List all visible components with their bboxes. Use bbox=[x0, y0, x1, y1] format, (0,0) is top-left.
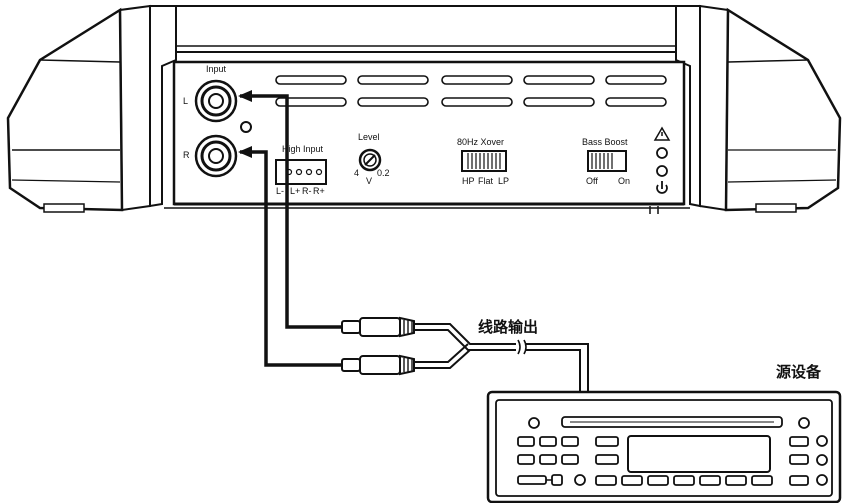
line-output-cable bbox=[414, 323, 589, 392]
vent-slots bbox=[275, 75, 667, 107]
level-max-label: 0.2 bbox=[377, 168, 390, 178]
level-label: Level bbox=[358, 132, 380, 142]
line-output-label: 线路输出 bbox=[478, 318, 538, 336]
level-unit-label: V bbox=[366, 176, 372, 186]
xover-switch[interactable] bbox=[461, 150, 507, 172]
bass-boost-switch[interactable] bbox=[587, 150, 627, 172]
input-label: Input bbox=[206, 64, 227, 74]
rca-jack-left[interactable] bbox=[194, 79, 238, 123]
amplifier: Input L R High Input L- L+ R- R+ Level bbox=[6, 4, 842, 214]
high-input-pin-4: R+ bbox=[313, 186, 325, 196]
high-input-label: High Input bbox=[282, 144, 324, 154]
bass-boost-off: Off bbox=[586, 176, 598, 186]
warning-icon bbox=[653, 126, 671, 141]
led-icon bbox=[656, 165, 668, 177]
rca-plug-left bbox=[341, 316, 415, 338]
source-head-unit bbox=[486, 390, 842, 503]
rca-cable-left bbox=[238, 90, 342, 329]
high-input-pin-2: L+ bbox=[290, 186, 300, 196]
bass-boost-on: On bbox=[618, 176, 630, 186]
level-min-label: 4 bbox=[354, 168, 359, 178]
power-icon bbox=[656, 181, 668, 194]
rca-cable-right bbox=[238, 146, 342, 367]
level-knob[interactable] bbox=[358, 148, 382, 172]
led-icon bbox=[656, 147, 668, 159]
rca-jack-right[interactable] bbox=[194, 134, 238, 178]
ground-post bbox=[240, 121, 252, 133]
xover-option-flat: Flat bbox=[478, 176, 494, 186]
channel-left-label: L bbox=[183, 96, 188, 106]
high-input-pin-1: L- bbox=[276, 186, 284, 196]
high-input-terminal[interactable] bbox=[275, 159, 327, 185]
xover-option-lp: LP bbox=[498, 176, 509, 186]
bass-boost-label: Bass Boost bbox=[582, 137, 628, 147]
high-input-pin-3: R- bbox=[302, 186, 312, 196]
xover-label: 80Hz Xover bbox=[457, 137, 504, 147]
source-device-label: 源设备 bbox=[776, 363, 822, 381]
xover-option-hp: HP bbox=[462, 176, 475, 186]
rca-plug-right bbox=[341, 354, 415, 376]
channel-right-label: R bbox=[183, 150, 190, 160]
